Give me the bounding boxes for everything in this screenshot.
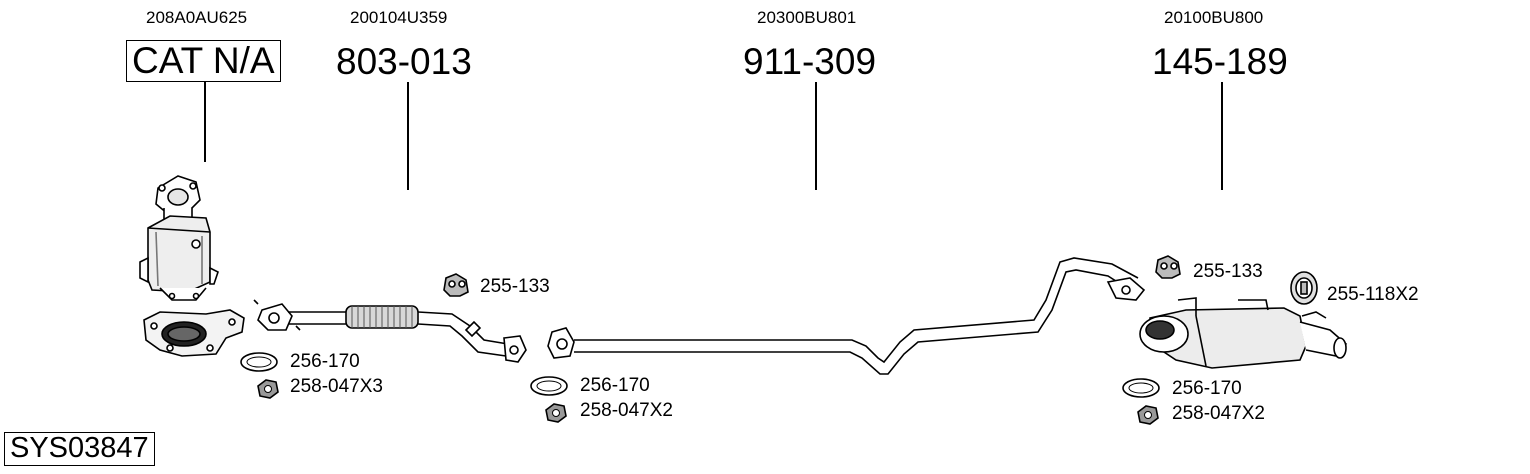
- nut-icon-2: [545, 403, 567, 423]
- part-number-911-309: 911-309: [743, 41, 877, 82]
- rubber-ring-icon: [1290, 271, 1318, 305]
- gasket-label-3: 256-170: [1172, 378, 1242, 399]
- rubber-ring-label: 255-118X2: [1327, 284, 1419, 305]
- front-flange-drawing: [143, 309, 245, 357]
- gasket-icon-2: [530, 376, 568, 396]
- hanger-label-front: 255-133: [480, 276, 550, 297]
- middle-pipe-drawing: [547, 257, 1146, 375]
- front-pipe-drawing: [253, 299, 527, 363]
- part-number-803-013: 803-013: [336, 41, 472, 82]
- hanger-icon-rear: [1155, 255, 1181, 279]
- nut-icon-1: [257, 379, 279, 399]
- nut-label-3: 258-047X2: [1172, 403, 1265, 424]
- hanger-icon-front: [443, 273, 469, 297]
- gasket-label-2: 256-170: [580, 375, 650, 396]
- nut-icon-3: [1137, 405, 1159, 425]
- gasket-label-1: 256-170: [290, 351, 360, 372]
- oem-number-3: 20300BU801: [757, 8, 857, 27]
- nut-label-1: 258-047X3: [290, 376, 383, 397]
- gasket-icon-1: [240, 352, 278, 372]
- oem-number-1: 208A0AU625: [146, 8, 248, 27]
- rear-silencer-drawing: [1139, 297, 1348, 369]
- hanger-label-rear: 255-133: [1193, 261, 1263, 282]
- nut-label-2: 258-047X2: [580, 400, 673, 421]
- catalytic-converter-drawing: [139, 175, 219, 301]
- oem-number-2: 200104U359: [350, 8, 448, 27]
- gasket-icon-3: [1122, 378, 1160, 398]
- oem-number-4: 20100BU800: [1164, 8, 1264, 27]
- system-code: SYS03847: [4, 432, 155, 466]
- part-number-cat: CAT N/A: [126, 40, 281, 82]
- part-number-145-189: 145-189: [1152, 41, 1288, 82]
